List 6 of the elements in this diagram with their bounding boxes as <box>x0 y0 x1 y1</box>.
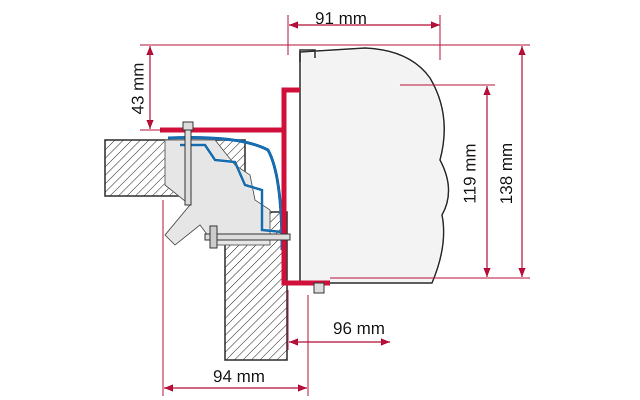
dimension-label: 119 mm <box>462 143 479 204</box>
dimension-label: 138 mm <box>498 142 516 204</box>
dimension-label: 91 mm <box>315 10 367 27</box>
dimension-label: 94 mm <box>213 368 265 385</box>
dimension-label: 43 mm <box>129 62 146 114</box>
dimension-label: 96 mm <box>333 320 385 337</box>
